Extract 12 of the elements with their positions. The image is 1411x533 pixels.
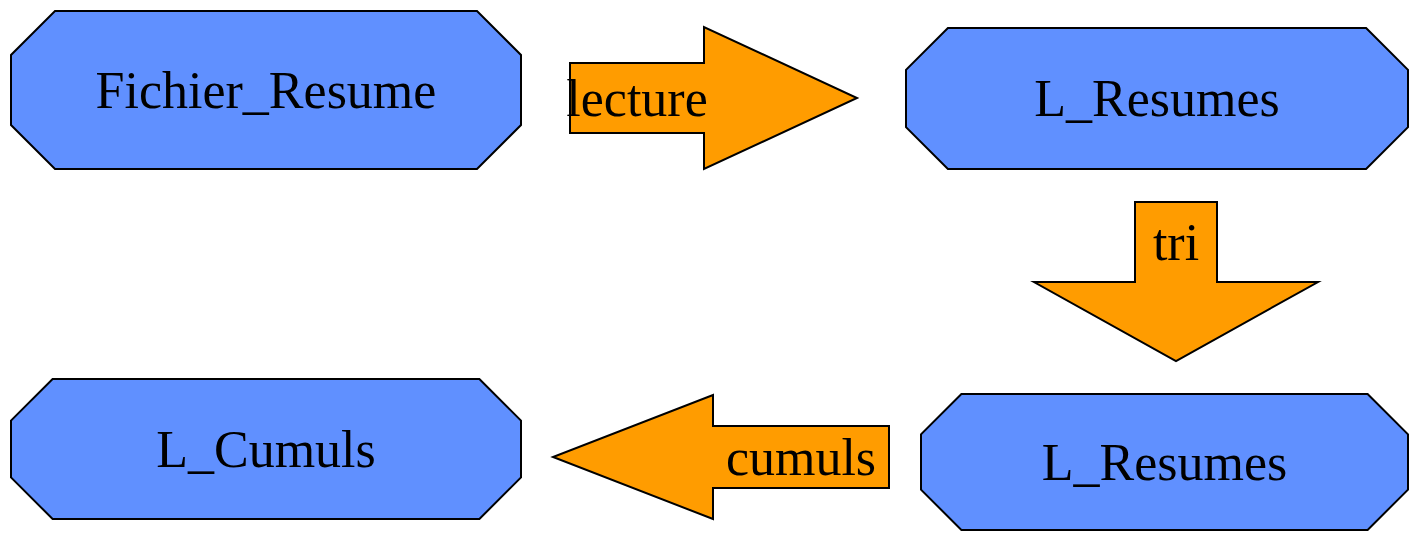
octagon-box <box>10 378 522 520</box>
block-arrow <box>1030 201 1322 363</box>
edge-label: tri <box>1152 212 1200 272</box>
node-label: L_Resumes <box>1041 432 1288 492</box>
node-label: L_Cumuls <box>156 419 376 479</box>
octagon-box <box>10 10 522 170</box>
node-label: Fichier_Resume <box>95 60 437 120</box>
octagon-box <box>920 393 1409 531</box>
octagon-box <box>905 27 1409 170</box>
edge-label: cumuls <box>725 427 877 487</box>
node-label: L_Resumes <box>1034 69 1280 128</box>
block-arrow <box>550 393 890 521</box>
